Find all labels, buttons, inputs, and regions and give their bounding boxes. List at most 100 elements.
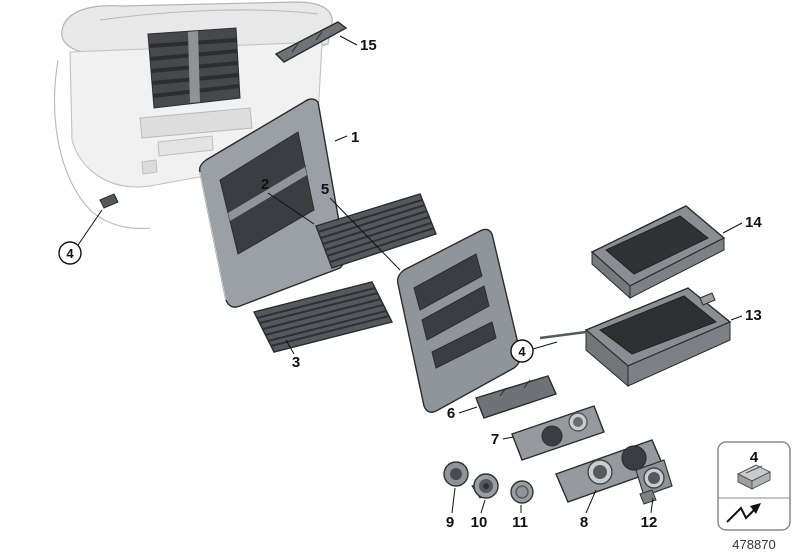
grille-rib: [264, 304, 384, 336]
part-15-trim-strip: [274, 21, 348, 63]
leader-line-7: [502, 436, 514, 440]
callout-6[interactable]: 6: [447, 405, 455, 422]
console-lower-trim: [139, 107, 253, 139]
callout-9[interactable]: 9: [446, 514, 454, 531]
tray-side-face: [629, 237, 725, 299]
socket-12-bracket: [639, 489, 657, 505]
part-3-vent-grille: [252, 281, 394, 353]
legend-box[interactable]: 4: [717, 441, 791, 531]
vent-frame-divider: [228, 167, 307, 221]
zigzag-arrowhead: [750, 503, 761, 514]
compartment-latch: [699, 292, 716, 306]
compartment-hinge-rod: [539, 330, 587, 340]
grille-rib: [267, 310, 387, 342]
bracket-8-hole: [621, 445, 647, 471]
socket-12-center: [648, 472, 660, 484]
strip-6-notch: [499, 387, 507, 397]
clip-slot-line: [745, 465, 763, 474]
grille-rib: [326, 222, 432, 257]
leader-line-12: [650, 497, 654, 514]
leader-line-14: [722, 222, 743, 234]
callout-12[interactable]: 12: [641, 514, 658, 531]
clip-right-face: [751, 471, 771, 490]
leader-line-8: [585, 489, 597, 514]
part-11-socket-cap: [510, 480, 534, 504]
part-1-vent-frame: [198, 98, 347, 308]
part-9-socket-cap: [443, 461, 469, 487]
callout-15[interactable]: 15: [360, 37, 377, 54]
leader-line-15: [339, 35, 358, 46]
compartment-interior: [598, 295, 717, 355]
clip-icon: [736, 464, 772, 490]
armrest-seam: [99, 9, 319, 21]
console-side-line: [54, 59, 93, 213]
grille-3-body: [252, 281, 394, 353]
part-5-center-trim: [396, 228, 522, 413]
drawing-number: 478870: [732, 537, 775, 552]
leader-line-4-left: [77, 209, 103, 246]
center-trim-slot: [413, 253, 483, 311]
callout-3[interactable]: 3: [292, 354, 300, 371]
grille-rib: [322, 210, 428, 245]
callout-2[interactable]: 2: [261, 176, 269, 193]
callout-1[interactable]: 1: [351, 129, 359, 146]
grille-rib: [324, 216, 430, 251]
socket-10-pin: [483, 483, 489, 489]
grille-rib: [317, 199, 423, 233]
trim-strip-notch: [291, 43, 299, 53]
console-bracket-detail: [157, 135, 214, 157]
circled-callout-4-left[interactable]: 4: [58, 241, 82, 265]
leader-lines: [77, 35, 743, 514]
legend-item-label: 4: [750, 449, 759, 466]
callout-8[interactable]: 8: [580, 514, 588, 531]
grille-rib: [270, 315, 390, 347]
zigzag-line: [726, 505, 759, 523]
part-13-storage-compartment: [539, 287, 732, 388]
strip-6-body: [475, 375, 557, 419]
grille-rib: [320, 204, 426, 239]
center-trim-slot: [421, 285, 490, 341]
callout-4-right-label: 4: [518, 344, 526, 359]
cap-9-center: [450, 468, 462, 480]
part-14-storage-tray: [590, 205, 726, 300]
part-8-mounting-bracket: [555, 439, 665, 503]
vent-frame-highlight: [199, 171, 227, 301]
leader-line-4-right: [532, 341, 558, 350]
vent-center-divider: [188, 31, 200, 103]
compartment-side-face: [627, 321, 731, 387]
part-2-vent-grille: [315, 193, 437, 269]
callout-7[interactable]: 7: [491, 431, 499, 448]
callout-circle: [58, 241, 82, 265]
callout-13[interactable]: 13: [745, 307, 762, 324]
circled-callout-4-right[interactable]: 4: [510, 339, 534, 363]
grille-rib: [256, 287, 376, 319]
continuation-arrow-icon: [726, 503, 761, 523]
callout-11[interactable]: 11: [512, 514, 528, 531]
bracket-8-socket-center: [593, 465, 607, 479]
leader-line-9: [451, 487, 456, 514]
part-7-mounting-bracket: [511, 405, 605, 461]
callout-10[interactable]: 10: [471, 514, 488, 531]
bracket-7-socket-center: [573, 417, 583, 427]
trim-strip-notch: [315, 31, 323, 41]
leader-line-3: [285, 339, 295, 355]
tray-interior: [605, 215, 709, 275]
bracket-7-hole: [541, 425, 563, 447]
cap-11-ring: [515, 485, 529, 499]
callout-5[interactable]: 5: [321, 181, 329, 198]
callout-circle: [510, 339, 534, 363]
center-trim-slot: [431, 321, 497, 369]
part-6-trim-strip: [475, 375, 557, 419]
leader-line-13: [730, 315, 743, 321]
clip-on-console: [99, 193, 119, 209]
console-bottom-line: [91, 211, 151, 230]
leader-line-10: [480, 499, 486, 514]
grille-rib: [329, 227, 435, 263]
strip-6-notch: [523, 379, 531, 389]
callout-14[interactable]: 14: [745, 214, 762, 231]
part-10-lighter-socket: [471, 473, 499, 499]
leader-line-5: [329, 197, 401, 271]
callout-4-left-label: 4: [66, 246, 74, 261]
